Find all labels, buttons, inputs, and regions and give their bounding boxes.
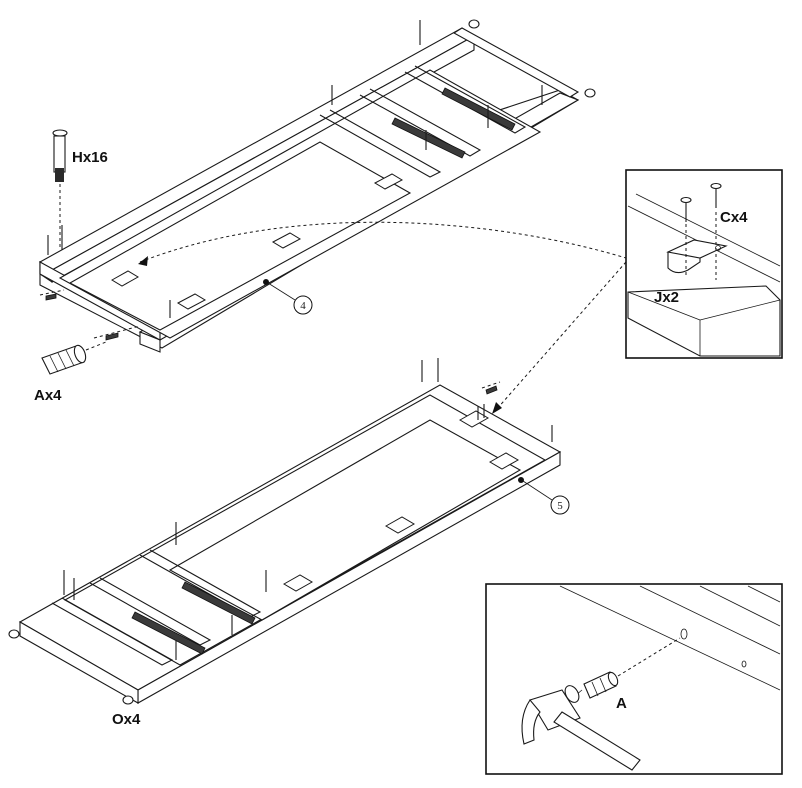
screw-h-icon: [53, 130, 67, 250]
dowel-a-icon: [42, 342, 106, 374]
upper-frame: [40, 20, 595, 352]
label-hx16: Hx16: [72, 149, 108, 166]
step-number-5: 5: [557, 500, 563, 512]
label-ax4: Ax4: [34, 387, 62, 404]
detail-box-bracket: Cx4 Jx2: [626, 170, 782, 358]
label-cx4: Cx4: [720, 209, 748, 226]
step-number-4: 4: [300, 300, 306, 312]
label-ox4: Ox4: [112, 711, 141, 728]
detail-box-hammer: A: [486, 584, 782, 774]
label-jx2: Jx2: [654, 289, 679, 306]
lower-frame: [9, 358, 560, 704]
label-a: A: [616, 695, 627, 712]
